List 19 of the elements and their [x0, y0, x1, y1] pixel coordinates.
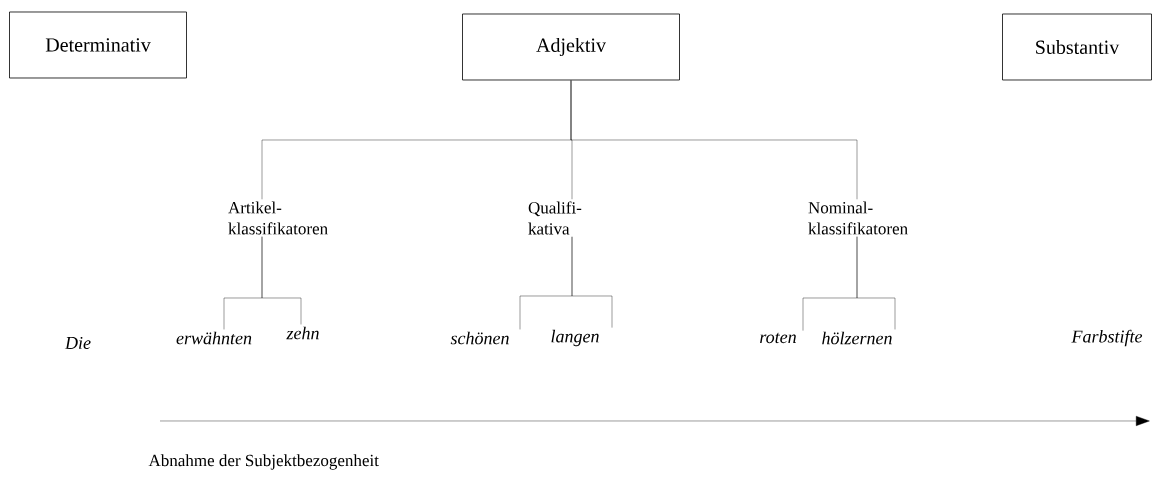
example-word: zehn	[286, 326, 319, 340]
tree-connector	[856, 236, 896, 330]
example-word: Die	[64, 336, 91, 350]
category-label: Qualifi- kativa	[528, 201, 582, 235]
tree-connector	[571, 236, 613, 328]
category-label: Nominal- klassifikatoren	[808, 201, 908, 235]
example-word: schönen	[450, 331, 509, 345]
word-class-box: Substantiv	[1002, 13, 1152, 81]
word-class-box: Determinativ	[9, 11, 187, 79]
tree-connector	[570, 80, 858, 200]
category-label: Artikel- klassifikatoren	[228, 201, 328, 235]
example-word: roten	[760, 332, 796, 344]
tree-connector	[261, 236, 302, 325]
example-word: hölzernen	[822, 331, 892, 345]
word-class-box: Adjektiv	[462, 13, 680, 81]
example-word: erwähnten	[176, 331, 252, 345]
example-word: langen	[551, 329, 599, 347]
axis-caption: Abnahme der Subjektbezogenheit	[148, 454, 379, 470]
example-word: Farbstifte	[1071, 329, 1143, 347]
